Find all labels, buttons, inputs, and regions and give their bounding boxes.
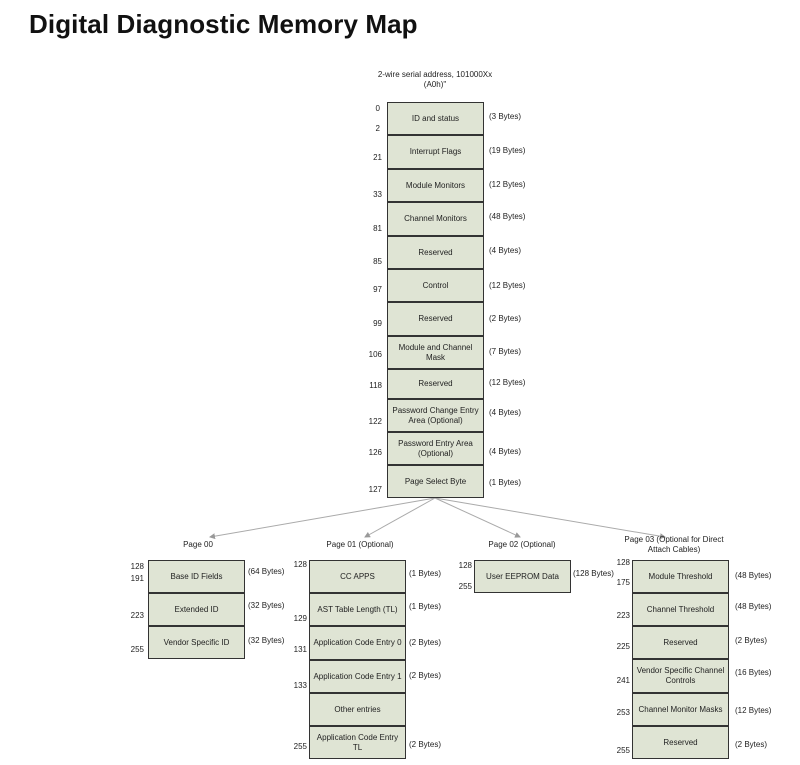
- byte-count: (12 Bytes): [735, 706, 772, 715]
- memory-row: Reserved: [632, 726, 729, 759]
- byte-count: (2 Bytes): [409, 740, 442, 749]
- byte-count: (48 Bytes): [489, 212, 526, 221]
- byte-count: (32 Bytes): [248, 636, 285, 645]
- byte-count: (2 Bytes): [735, 740, 768, 749]
- memory-row: Page Select Byte: [387, 465, 484, 498]
- byte-count: (2 Bytes): [489, 314, 522, 323]
- address-label: 33: [373, 190, 382, 199]
- page00-header: Page 00: [183, 540, 213, 549]
- page-title: Digital Diagnostic Memory Map: [29, 9, 418, 39]
- byte-count: (4 Bytes): [489, 246, 522, 255]
- address-label: 133: [293, 681, 307, 690]
- connector-page03: [434, 497, 666, 540]
- address-label: 255: [616, 746, 630, 755]
- memory-row: Application Code Entry 0: [309, 626, 406, 660]
- memory-row: ID and status: [387, 102, 484, 135]
- memory-row: AST Table Length (TL): [309, 593, 406, 626]
- byte-count: (1 Bytes): [489, 478, 522, 487]
- connector-page00: [209, 497, 436, 540]
- memory-row: Interrupt Flags: [387, 135, 484, 169]
- memory-row: Application Code Entry 1: [309, 660, 406, 693]
- connector-page01: [364, 497, 436, 538]
- address-label: 118: [369, 381, 382, 390]
- address-label: 128: [293, 560, 307, 569]
- main-header: 2-wire serial address, 101000Xx (A0h)": [377, 70, 493, 89]
- address-label: 253: [616, 708, 630, 717]
- byte-count: (1 Bytes): [409, 602, 442, 611]
- memory-row: Vendor Specific Channel Controls: [632, 659, 729, 693]
- byte-count: (2 Bytes): [409, 638, 442, 647]
- connector-page02: [434, 497, 521, 538]
- byte-count: (4 Bytes): [489, 408, 522, 417]
- address-label: 255: [458, 582, 472, 591]
- byte-count: (128 Bytes): [573, 569, 614, 578]
- address-label: 223: [616, 611, 630, 620]
- byte-count: (48 Bytes): [735, 602, 772, 611]
- byte-count: (16 Bytes): [735, 668, 772, 677]
- memory-row: Channel Threshold: [632, 593, 729, 626]
- address-label: 131: [293, 645, 307, 654]
- memory-row: Reserved: [387, 369, 484, 399]
- address-label: 0: [375, 104, 380, 113]
- address-label: 223: [130, 611, 144, 620]
- address-label: 127: [368, 485, 382, 494]
- byte-count: (2 Bytes): [735, 636, 768, 645]
- memory-row: Channel Monitor Masks: [632, 693, 729, 726]
- address-label: 21: [373, 153, 382, 162]
- address-label: 126: [368, 448, 382, 457]
- memory-row: Application Code Entry TL: [309, 726, 406, 759]
- address-label: 97: [373, 285, 382, 294]
- byte-count: (32 Bytes): [248, 601, 285, 610]
- memory-row: Channel Monitors: [387, 202, 484, 236]
- page01-header: Page 01 (Optional): [326, 540, 394, 549]
- memory-row: Reserved: [387, 236, 484, 269]
- memory-row: User EEPROM Data: [474, 560, 571, 593]
- byte-count: (12 Bytes): [489, 378, 526, 387]
- memory-row: Module Threshold: [632, 560, 729, 593]
- memory-row: Vendor Specific ID: [148, 626, 245, 659]
- memory-row: Control: [387, 269, 484, 302]
- address-label: 255: [293, 742, 307, 751]
- memory-row: Extended ID: [148, 593, 245, 626]
- byte-count: (7 Bytes): [489, 347, 522, 356]
- address-label: 81: [373, 224, 382, 233]
- byte-count: (12 Bytes): [489, 281, 526, 290]
- address-label: 85: [373, 257, 382, 266]
- address-label: 175: [616, 578, 630, 587]
- address-label: 128: [458, 561, 472, 570]
- page02-header: Page 02 (Optional): [488, 540, 556, 549]
- address-label: 241: [616, 676, 630, 685]
- byte-count: (48 Bytes): [735, 571, 772, 580]
- byte-count: (4 Bytes): [489, 447, 522, 456]
- memory-row: Base ID Fields: [148, 560, 245, 593]
- address-label: 129: [293, 614, 307, 623]
- address-label: 99: [373, 319, 382, 328]
- address-label: 225: [616, 642, 630, 651]
- address-label: 191: [130, 574, 144, 583]
- memory-row: CC APPS: [309, 560, 406, 593]
- memory-row: Module and Channel Mask: [387, 336, 484, 369]
- memory-row: Password Change Entry Area (Optional): [387, 399, 484, 432]
- memory-row: Other entries: [309, 693, 406, 726]
- byte-count: (64 Bytes): [248, 567, 285, 576]
- byte-count: (1 Bytes): [409, 569, 442, 578]
- address-label: 128: [130, 562, 144, 571]
- address-label: 106: [368, 350, 382, 359]
- address-label: 255: [130, 645, 144, 654]
- page03-header: Page 03 (Optional for Direct Attach Cabl…: [624, 535, 724, 554]
- address-label: 122: [368, 417, 382, 426]
- memory-row: Module Monitors: [387, 169, 484, 202]
- byte-count: (3 Bytes): [489, 112, 522, 121]
- memory-row: Reserved: [387, 302, 484, 336]
- byte-count: (19 Bytes): [489, 146, 526, 155]
- address-label: 128: [616, 558, 630, 567]
- byte-count: (2 Bytes): [409, 671, 442, 680]
- memory-row: Password Entry Area (Optional): [387, 432, 484, 465]
- byte-count: (12 Bytes): [489, 180, 526, 189]
- memory-row: Reserved: [632, 626, 729, 659]
- address-label: 2: [375, 124, 380, 133]
